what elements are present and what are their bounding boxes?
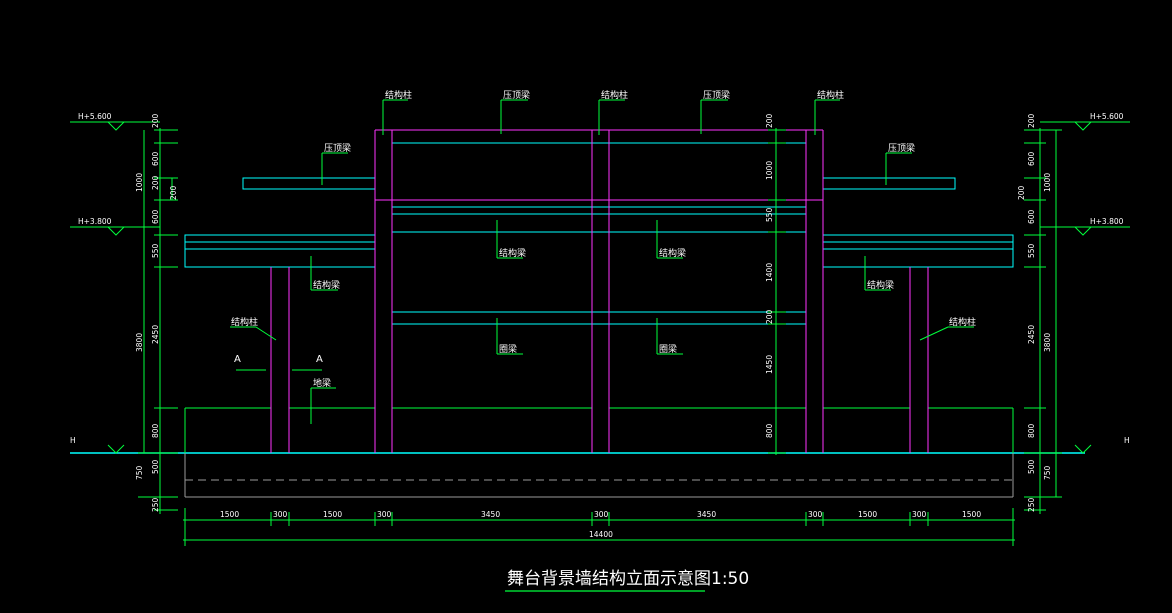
bdim-0: 1500 <box>220 510 239 519</box>
bottom-dimension-lines <box>183 508 1015 546</box>
central-wall <box>374 129 824 453</box>
bdim-6: 3450 <box>697 510 716 519</box>
rdim-750: 750 <box>1043 465 1052 480</box>
ldim-1000: 1000 <box>135 173 144 192</box>
elev-right-3800: H+3.800 <box>1090 217 1124 226</box>
ldim-550: 550 <box>151 243 160 258</box>
bdim-7: 300 <box>808 510 823 519</box>
rdim-800: 800 <box>1027 423 1036 438</box>
label-top-beam-left: 压顶梁 <box>324 142 351 154</box>
label-struct-beam-right: 结构梁 <box>867 279 894 291</box>
component-labels: 结构柱 压顶梁 结构柱 压顶梁 结构柱 压顶梁 压顶梁 结构梁 结构梁 结构梁 … <box>231 89 976 389</box>
left-dimension-texts: 200 600 1000 200 200 600 550 2450 3800 8… <box>135 113 178 512</box>
bdim-9: 300 <box>912 510 927 519</box>
label-top-beam-right: 压顶梁 <box>888 142 915 154</box>
right-dimension-texts: 200 600 1000 200 600 550 2450 3800 800 5… <box>1017 113 1052 512</box>
label-struct-beam-1: 结构梁 <box>499 247 526 259</box>
ldim-500: 500 <box>151 459 160 474</box>
ldim-2450: 2450 <box>151 325 160 344</box>
right-wing <box>822 177 1014 453</box>
ldim-750: 750 <box>135 465 144 480</box>
left-dimension-lines <box>138 128 178 514</box>
cdim-550: 550 <box>765 207 774 222</box>
bdim-1: 300 <box>273 510 288 519</box>
label-ground-beam: 地梁 <box>313 377 331 389</box>
elev-left-h: H <box>70 436 76 445</box>
rdim-2450: 2450 <box>1027 325 1036 344</box>
bdim-8: 1500 <box>858 510 877 519</box>
label-col-3: 结构柱 <box>817 89 844 101</box>
cdim-200: 200 <box>765 113 774 128</box>
bdim-3: 300 <box>377 510 392 519</box>
label-col-right: 结构柱 <box>949 316 976 328</box>
rdim-600: 600 <box>1027 151 1036 166</box>
rdim-200b: 200 <box>1017 185 1026 200</box>
drawing-title: 舞台背景墙结构立面示意图1:50 <box>505 569 749 592</box>
ldim-800: 800 <box>151 423 160 438</box>
rdim-200: 200 <box>1027 113 1036 128</box>
ldim-3800: 3800 <box>135 333 144 352</box>
ldim-600b: 600 <box>151 209 160 224</box>
bdim-total: 14400 <box>589 530 613 539</box>
center-dimension-lines <box>768 128 786 455</box>
elev-left-3800: H+3.800 <box>78 217 112 226</box>
ldim-200c: 200 <box>169 185 178 200</box>
label-col-2: 结构柱 <box>601 89 628 101</box>
rdim-500: 500 <box>1027 459 1036 474</box>
cdim-200b: 200 <box>765 309 774 324</box>
elevation-markers <box>70 121 1130 454</box>
title-text: 舞台背景墙结构立面示意图1:50 <box>507 569 749 589</box>
bdim-10: 1500 <box>962 510 981 519</box>
foundation <box>70 452 1085 498</box>
label-ring-beam-1: 圈梁 <box>499 343 517 355</box>
section-mark-a-left: A <box>234 354 241 365</box>
bdim-2: 1500 <box>323 510 342 519</box>
left-wing <box>184 177 376 453</box>
label-top-beam-2: 压顶梁 <box>703 89 730 101</box>
right-dimension-lines <box>1024 128 1062 514</box>
cdim-1000: 1000 <box>765 161 774 180</box>
rdim-600b: 600 <box>1027 209 1036 224</box>
bdim-5: 300 <box>594 510 609 519</box>
rdim-550: 550 <box>1027 243 1036 258</box>
center-dimension-texts: 200 1000 550 1400 200 1450 800 <box>765 113 774 438</box>
bottom-dimension-texts: 1500 300 1500 300 3450 300 3450 300 1500… <box>220 510 981 539</box>
label-struct-beam-left: 结构梁 <box>313 279 340 291</box>
elev-right-h: H <box>1124 436 1130 445</box>
label-col-left: 结构柱 <box>231 316 258 328</box>
cdim-800: 800 <box>765 423 774 438</box>
rdim-250: 250 <box>1027 497 1036 512</box>
elev-left-5600: H+5.600 <box>78 112 112 121</box>
cdim-1400: 1400 <box>765 263 774 282</box>
leader-lines <box>230 99 974 424</box>
section-mark-a-right: A <box>316 354 323 365</box>
elevation-texts: H+5.600 H+3.800 H H+5.600 H+3.800 H <box>70 112 1130 445</box>
bdim-4: 3450 <box>481 510 500 519</box>
ldim-600: 600 <box>151 151 160 166</box>
elev-right-5600: H+5.600 <box>1090 112 1124 121</box>
cdim-1450: 1450 <box>765 355 774 374</box>
ldim-200: 200 <box>151 113 160 128</box>
label-col-1: 结构柱 <box>385 89 412 101</box>
label-ring-beam-2: 圈梁 <box>659 343 677 355</box>
ldim-250: 250 <box>151 497 160 512</box>
ldim-200b: 200 <box>151 175 160 190</box>
label-top-beam-1: 压顶梁 <box>503 89 530 101</box>
rdim-3800: 3800 <box>1043 333 1052 352</box>
label-struct-beam-2: 结构梁 <box>659 247 686 259</box>
rdim-1000: 1000 <box>1043 173 1052 192</box>
